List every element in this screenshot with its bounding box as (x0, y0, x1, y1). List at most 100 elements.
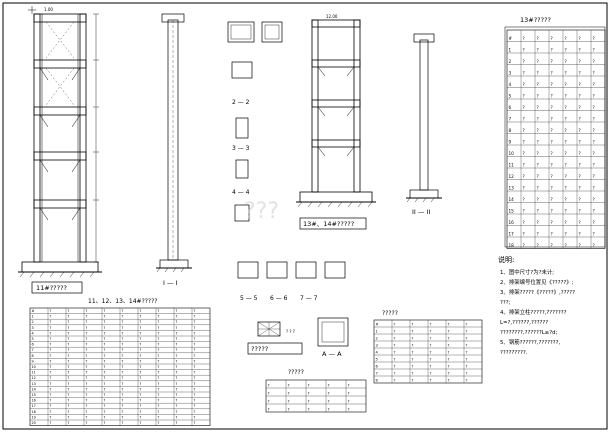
table-left-cell: ? (50, 415, 52, 419)
table-right-cell: ? (523, 220, 525, 225)
table-right-cell: ? (593, 185, 595, 190)
table-bottom-header-cell: ? (328, 382, 330, 387)
table-left-cell: ? (194, 365, 196, 369)
table-left-cell: ? (50, 393, 52, 397)
table-left-header-cell: ? (158, 309, 160, 313)
table-left-title: 11、12、13、14#????? (88, 298, 158, 305)
table-bottom-cell: ? (268, 398, 270, 403)
table-mid-cell: ? (430, 364, 432, 368)
table-mid-cell: 7 (376, 371, 378, 375)
table-right-cell: ? (523, 105, 525, 110)
table-right-cell: ? (579, 82, 581, 87)
table-right-header-cell: ? (565, 36, 567, 41)
table-right-header-cell: ? (537, 36, 539, 41)
table-left-cell: ? (158, 343, 160, 347)
table-right-cell: ? (551, 162, 553, 167)
table-right-cell: ? (551, 70, 553, 75)
table-mid-cell: 3 (376, 343, 378, 347)
table-bottom-cell: ? (348, 390, 350, 395)
table-left-cell: ? (122, 421, 124, 425)
table-right-cell: ? (565, 47, 567, 52)
table-left-cell: ? (50, 348, 52, 352)
table-mid-cell: 5 (376, 357, 378, 361)
table-left-cell: ? (104, 376, 106, 380)
table-mid-header-cell: ? (466, 322, 468, 326)
table-right-cell: ? (537, 105, 539, 110)
table-bottom-cell: ? (328, 390, 330, 395)
table-left-cell: ? (104, 371, 106, 375)
table-left-cell: ? (194, 382, 196, 386)
table-left-cell: ? (140, 365, 142, 369)
table-right-cell: ? (593, 116, 595, 121)
table-left-cell: ? (104, 320, 106, 324)
table-left-cell: ? (122, 393, 124, 397)
table-right-cell: ? (537, 231, 539, 236)
table-right-cell: 15 (509, 208, 515, 213)
table-left-cell: ? (122, 382, 124, 386)
table-left-cell: ? (194, 348, 196, 352)
table-left-cell: ? (140, 410, 142, 414)
table-right-cell: 16 (509, 220, 515, 225)
table-left-cell: ? (176, 393, 178, 397)
table-left-cell: 4 (32, 331, 34, 335)
table-right-cell: ? (565, 174, 567, 179)
rebar-table-mid: #?????1?????2?????3?????4?????5?????6???… (373, 319, 483, 384)
table-left-cell: 2 (32, 320, 34, 324)
table-left-cell: 10 (32, 365, 36, 369)
table-left-cell: ? (86, 415, 88, 419)
table-right-cell: 5 (509, 93, 512, 98)
table-left-cell: ? (104, 331, 106, 335)
table-right-cell: ? (593, 162, 595, 167)
note-line: L=?,??????,?????? (500, 320, 548, 326)
table-right-cell: ? (565, 59, 567, 64)
table-mid-cell: ? (448, 329, 450, 333)
table-left-cell: ? (122, 326, 124, 330)
table-left-cell: ? (86, 343, 88, 347)
table-right-cell: ? (551, 220, 553, 225)
table-left-cell: ? (140, 371, 142, 375)
table-left-cell: ? (50, 365, 52, 369)
table-left-cell: ? (158, 320, 160, 324)
table-mid-cell: 8 (376, 378, 379, 382)
note-line: 2、排架编号位置见《?????》; (500, 278, 574, 286)
table-left-cell: ? (158, 331, 160, 335)
table-mid-header-cell: ? (394, 322, 396, 326)
table-mid-cell: ? (430, 343, 432, 347)
table-left-cell: ? (50, 376, 52, 380)
table-mid-cell: ? (466, 336, 468, 340)
table-left-cell: ? (68, 343, 70, 347)
table-left-cell: ? (158, 354, 160, 358)
table-mid-cell: ? (466, 364, 468, 368)
table-right-cell: ? (579, 162, 581, 167)
table-left-cell: ? (50, 343, 52, 347)
table-mid-cell: ? (430, 329, 432, 333)
table-right-cell: 14 (509, 197, 515, 202)
table-right-cell: ? (579, 174, 581, 179)
table-bottom-cell: ? (308, 390, 310, 395)
table-left-cell: ? (122, 365, 124, 369)
table-mid-cell: ? (394, 329, 396, 333)
table-left-cell: ? (158, 415, 160, 419)
table-left-cell: ? (176, 348, 178, 352)
table-bottom-cell: ? (328, 406, 330, 411)
table-bottom-cell: ? (288, 390, 290, 395)
table-left-cell: ? (104, 382, 106, 386)
table-mid-cell: ? (466, 343, 468, 347)
table-left-cell: ? (50, 382, 52, 386)
table-left-cell: ? (68, 410, 70, 414)
table-left-cell: ? (104, 404, 106, 408)
table-left-cell: ? (104, 365, 106, 369)
elevation-label-2: 12.00 (326, 14, 338, 19)
table-left-cell: ? (50, 387, 52, 391)
table-left-cell: ? (140, 320, 142, 324)
drawing-title-lower-mid: ????? (251, 345, 268, 353)
table-bottom-cell: ? (288, 398, 290, 403)
table-left-cell: ? (68, 348, 70, 352)
table-left-cell: ? (68, 354, 70, 358)
table-left-cell: ? (194, 421, 196, 425)
table-right-cell: ? (579, 59, 581, 64)
table-right-cell: ? (593, 82, 595, 87)
table-left-cell: ? (194, 387, 196, 391)
table-left-cell: ? (86, 348, 88, 352)
